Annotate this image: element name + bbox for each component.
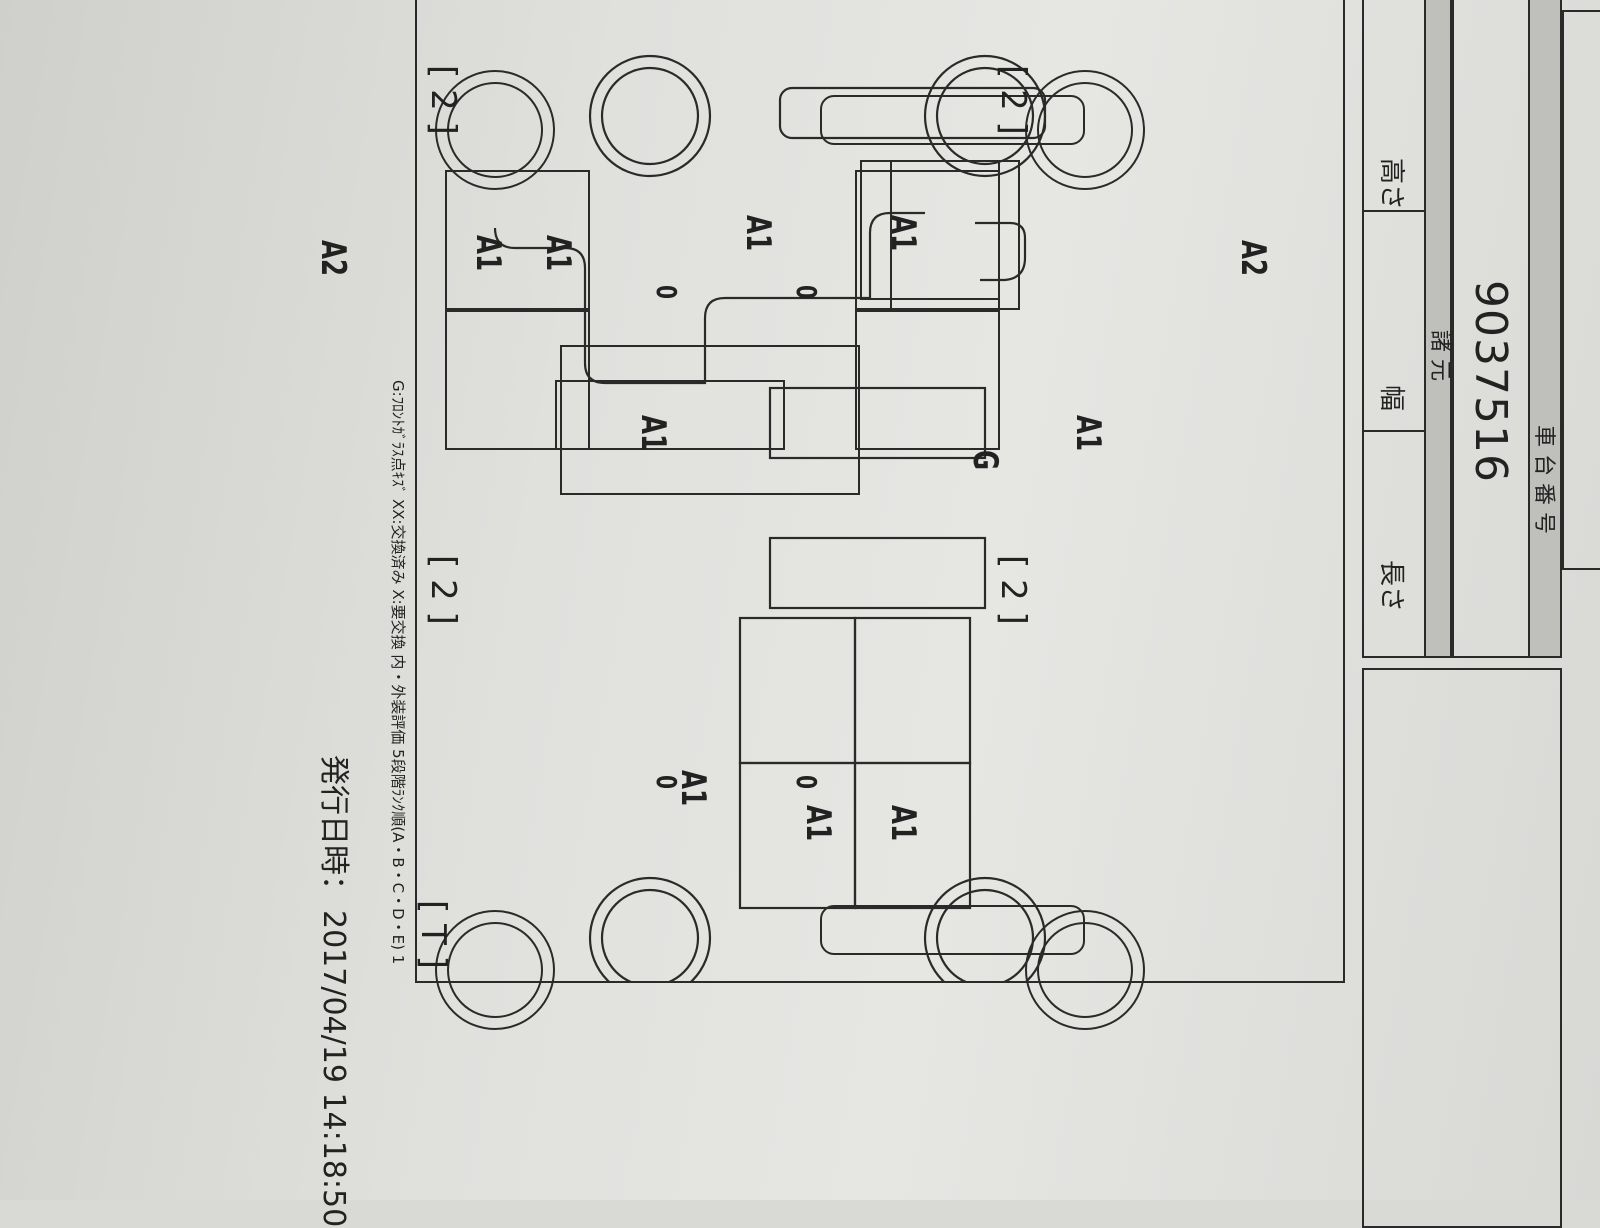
mark-windshield: G [965,450,1005,471]
mark-roof: A1 [633,415,673,451]
car-diagram [493,54,1047,983]
specs-label-strip [1424,0,1452,658]
chassis-number: 9037516 [1465,280,1516,483]
spec-divider-2 [1362,430,1424,432]
wheel-rear-right [588,876,712,983]
door-block-left-rear [855,310,1000,450]
hood-right-panel [768,536,987,610]
mark-hood: A1 [1068,415,1108,451]
issued-datetime: 2017/04/19 14:18:50 [316,910,351,1228]
mark-rear-gate: A1 [468,235,508,271]
side-skirt-left [778,86,1047,140]
mark-front-bumper-left: A2 [1233,240,1273,276]
mark-o-fl: 0 [650,285,683,300]
mark-o-rr: 0 [790,775,823,790]
mark-o-fr: 0 [790,285,823,300]
door-block-left-front [855,170,1000,310]
mark-rear-right-door: A1 [798,805,838,841]
tire-bracket-rear-right: [ 2 ] [993,555,1033,625]
front-bumper [975,221,1027,282]
wheel-front-right [588,54,712,178]
mark-front-left-fender: A1 [538,235,578,271]
issued-label: 発行日時： [316,755,351,905]
specs-label: 諸 元 [1427,330,1452,381]
rear-right-door [738,761,857,910]
wheel-fl-inner [1037,82,1133,178]
inspection-sheet: 車 台 番 号 9037516 諸 元 長さ 幅 高さ [313,0,1600,1228]
spec-divider-1 [1362,210,1424,212]
length-label: 長さ [1376,560,1406,613]
tire-bracket-front-right: [ 2 ] [993,65,1033,135]
mark-rear-left-door: A1 [883,805,923,841]
body-outline [493,211,925,385]
chassis-label-strip [1528,0,1562,658]
front-right-door [738,616,857,765]
chassis-number-label: 車 台 番 号 [1531,425,1556,534]
wheel-fr-inner [1037,922,1133,1018]
wheel-rear-left [923,876,1047,983]
header-left-box [1562,10,1600,570]
width-label: 幅 [1376,385,1406,412]
front-left-door [853,616,972,765]
mark-o-rl: 0 [650,775,683,790]
height-label: 高さ [1376,158,1406,211]
tire-bracket-front-left: [ 2 ] [423,65,463,135]
tire-bracket-rear-left: [ 2 ] [423,555,463,625]
wheel-rr-inner [447,922,543,1018]
tire-bracket-spare: [ T ] [413,900,453,969]
mark-front-right-door: A1 [738,215,778,251]
photo-background [0,0,1600,1200]
hood-left-panel [768,386,987,460]
legend-text: G:ﾌﾛﾝﾄｶﾞﾗｽ点ｷｽﾞ XX:交換済み X:要交換 内・外装評価 5段階ﾗ… [389,380,407,965]
right-header-box [1362,668,1562,1228]
mark-front-bumper-right: A2 [313,240,353,276]
mark-front-left-door: A1 [883,215,923,251]
